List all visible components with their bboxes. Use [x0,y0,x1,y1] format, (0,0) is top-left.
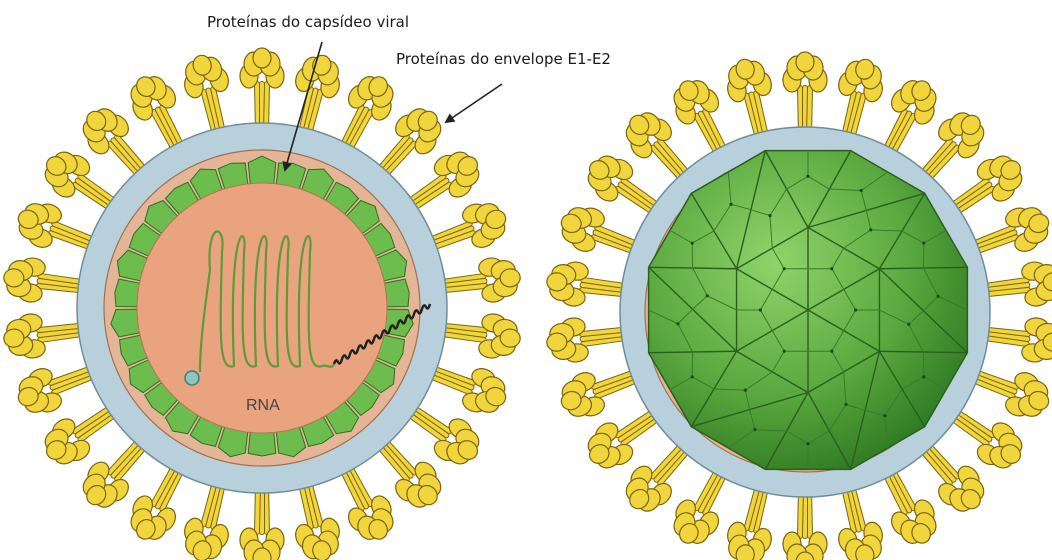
rna-cap [185,371,199,385]
vertex-dot [936,295,939,298]
capsid-protein [248,431,276,456]
vertex-dot [830,350,833,353]
spike-protein [783,52,827,137]
envelope-pointer [446,84,502,122]
capsid-proteins-label: Proteínas do capsídeo viral [207,13,409,31]
spike-protein [240,483,284,560]
vertex-dot [869,228,872,231]
vertex-dot [759,308,762,311]
vertex-dot [922,242,925,245]
spike-protein [240,48,284,133]
vertex-dot [768,214,771,217]
vertex-dot [744,389,747,392]
vertex-dot [883,414,886,417]
virion-cross-section: RNA [1,48,523,560]
vertex-dot [806,175,809,178]
core [137,183,387,433]
vertex-dot [691,242,694,245]
icosahedral-capsid [649,151,968,470]
capsid-protein [248,156,276,185]
vertex-dot [844,403,847,406]
vertex-dot [806,442,809,445]
vertex-dot [860,189,863,192]
vertex-dot [706,294,709,297]
rna-label: RNA [246,397,280,414]
vertex-dot [854,308,857,311]
vertex-dot [729,203,732,206]
spike-protein [783,487,827,560]
vertex-dot [922,375,925,378]
vertex-dot [691,375,694,378]
virion-surface-view [544,52,1052,560]
vertex-dot [753,428,756,431]
vertex-dot [676,322,679,325]
vertex-dot [907,323,910,326]
vertex-dot [783,267,786,270]
envelope-proteins-label: Proteínas do envelope E1-E2 [396,50,611,68]
vertex-dot [783,350,786,353]
vertex-dot [830,267,833,270]
